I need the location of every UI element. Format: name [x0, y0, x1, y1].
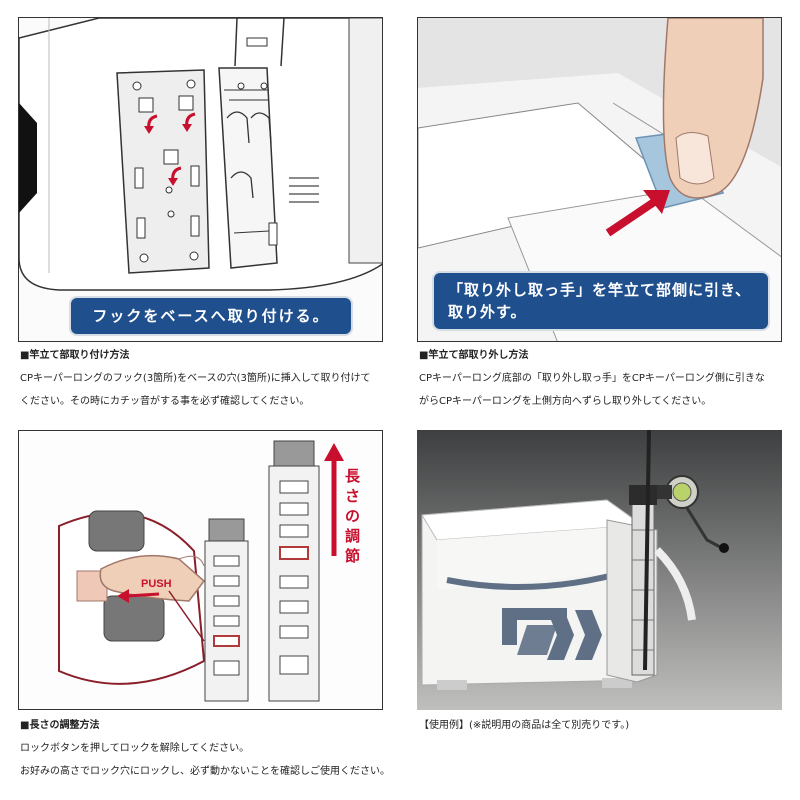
remove-banner-line2: 取り外す。 — [448, 303, 527, 321]
remove-illustration-panel: 「取り外し取っ手」を竿立て部側に引き、 取り外す。 — [417, 17, 782, 342]
svg-text:の: の — [345, 507, 360, 525]
attach-banner: フックをベースへ取り付ける。 — [71, 298, 351, 334]
remove-heading: ■竿立て部取り外し方法 — [419, 350, 529, 361]
spinning-reel — [657, 475, 729, 553]
hook-part — [218, 67, 278, 269]
cooler-box — [421, 499, 658, 690]
zoom-detail: PUSH — [58, 510, 206, 685]
push-arrow — [126, 592, 160, 598]
remove-banner: 「取り外し取っ手」を竿立て部側に引き、 取り外す。 — [434, 273, 768, 329]
push-label: PUSH — [141, 578, 172, 590]
attach-body-line2: ください。その時にカチッ音がする事を必ず確認してください。 — [20, 396, 310, 407]
attach-illustration — [19, 18, 382, 291]
length-illustration-panel: PUSH — [18, 430, 383, 710]
svg-text:さ: さ — [345, 487, 360, 505]
length-illustration: PUSH — [58, 440, 361, 702]
svg-text:長: 長 — [345, 467, 361, 485]
logo-mark — [19, 103, 37, 213]
usage-photo — [417, 430, 782, 710]
usage-caption: 【使用例】(※説明用の商品は全て別売りです。) — [419, 720, 630, 731]
svg-text:節: 節 — [345, 547, 360, 565]
length-heading: ■長さの調整方法 — [20, 720, 100, 731]
remove-body-line2: がらCPキーパーロングを上側方向へずらし取り外してください。 — [419, 396, 712, 407]
length-body-line2: お好みの高さでロック穴にロックし、必ず動かないことを確認しご使用ください。 — [20, 766, 390, 777]
length-label: 長 さ の 調 節 — [345, 467, 361, 565]
svg-text:調: 調 — [345, 527, 360, 545]
attach-heading: ■竿立て部取り付け方法 — [20, 350, 130, 361]
pull-arrow — [605, 194, 663, 237]
base-plate — [116, 69, 210, 274]
fishing-rod — [643, 430, 651, 671]
daiwa-logo — [502, 608, 602, 660]
remove-banner-line1: 「取り外し取っ手」を竿立て部側に引き、 — [448, 281, 751, 299]
remove-body-line1: CPキーパーロング底部の「取り外し取っ手」をCPキーパーロング側に引きな — [419, 373, 765, 384]
usage-photo-illustration — [417, 430, 782, 710]
attach-body-line1: CPキーパーロングのフック(3箇所)をベースの穴(3箇所)に挿入して取り付けて — [20, 373, 371, 384]
keeper-short — [204, 518, 249, 702]
length-body-line1: ロックボタンを押してロックを解除してください。 — [20, 743, 250, 754]
attach-illustration-panel: フックをベースへ取り付ける。 — [18, 17, 383, 342]
keeper-long — [268, 440, 320, 702]
